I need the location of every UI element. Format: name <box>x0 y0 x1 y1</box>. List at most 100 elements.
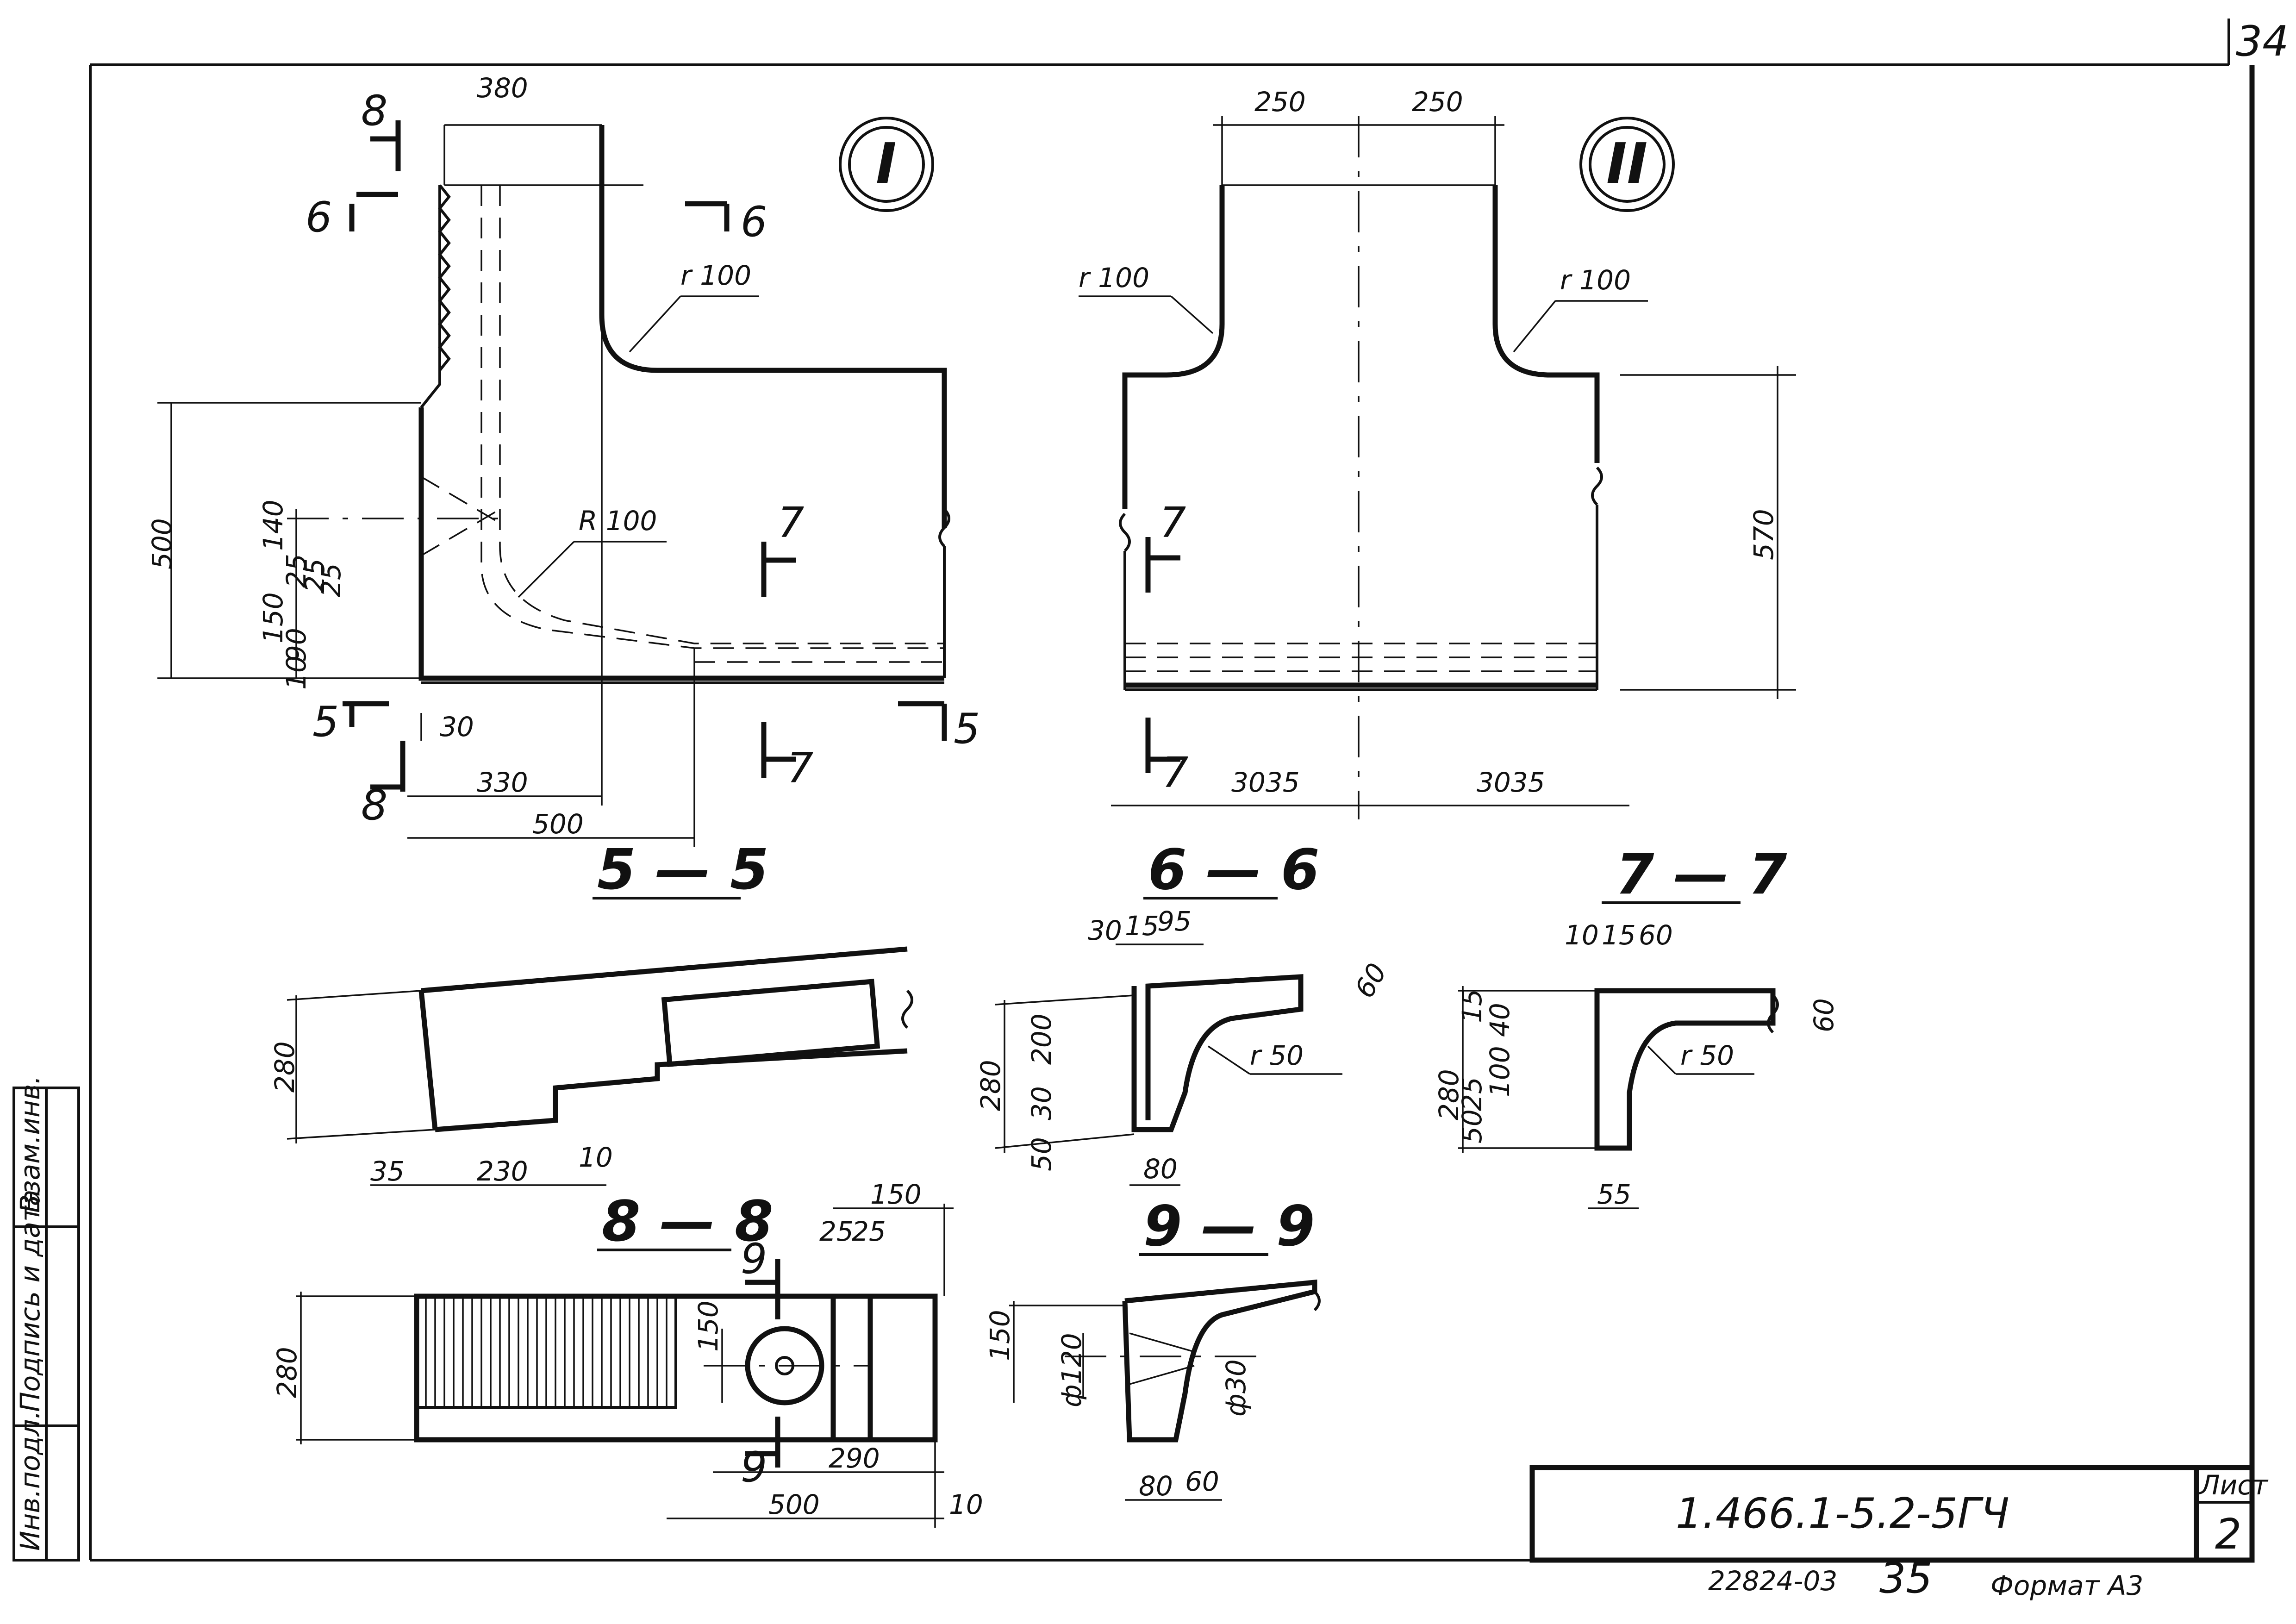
node1-R100: R 100 <box>579 505 657 537</box>
sec66-dim-30t: 30 <box>1088 915 1122 946</box>
mark-5-right: 5 <box>954 705 980 753</box>
node2-r100-left: r 100 <box>1079 262 1149 294</box>
stamp-strip: Взам.инв. Подпись и дата Инв.подл. <box>12 1075 80 1562</box>
node2-mark-7-bottom: 7 <box>1162 749 1188 797</box>
sec77-title: 7 — 7 <box>1616 843 1787 907</box>
sec77-r50: r 50 <box>1680 1040 1734 1071</box>
sec55-title: 5 — 5 <box>597 838 769 902</box>
sec77-dim-10t: 10 <box>1565 919 1599 951</box>
sec99-dim-60: 60 <box>1185 1466 1219 1497</box>
sec55-dim-35: 35 <box>370 1156 405 1187</box>
replace-inv-label: Взам.инв. <box>14 1075 46 1213</box>
node1-r100: r 100 <box>680 260 751 291</box>
sec99-dim-150: 150 <box>984 1310 1016 1361</box>
sec88-dim-500: 500 <box>768 1489 820 1520</box>
sec88-dim-25b: 25 <box>852 1216 886 1247</box>
mark-8-bottom: 8 <box>361 781 387 830</box>
sec66-dim-280: 280 <box>975 1060 1006 1111</box>
mark-7-top: 7 <box>778 499 804 547</box>
sec66-dim-60: 60 <box>1348 958 1393 1003</box>
mark-6-left: 6 <box>306 193 332 242</box>
sec88-dim-10: 10 <box>949 1489 983 1520</box>
sec66-r50: r 50 <box>1250 1040 1304 1071</box>
sec66-dim-80: 80 <box>1143 1153 1178 1185</box>
title-block: 1.466.1-5.2-5ГЧ Лист 2 22824-03 35 Форма… <box>1529 1465 2269 1603</box>
sec77-dim-50: 50 <box>1456 1109 1488 1143</box>
sec99-dim-30: 30 <box>1220 1359 1252 1393</box>
node1-dim-500: 500 <box>146 518 178 569</box>
node2-r100-right: r 100 <box>1560 264 1631 296</box>
sheet-number: 2 <box>2215 1510 2241 1559</box>
sec77-dim-25: 25 <box>1456 1077 1488 1111</box>
node2-mark-7-top: 7 <box>1160 499 1186 547</box>
sec88-dim-150v: 150 <box>693 1300 724 1352</box>
page-number: 35 <box>1879 1554 1933 1603</box>
archive-number: 22824-03 <box>1708 1565 1837 1597</box>
node1-dim-25b: 25 <box>299 558 331 593</box>
saw-tooth-hatch <box>415 1295 677 1409</box>
section-8-8: 8 — 8 9 9 280 150 150 25 25 290 500 10 <box>271 1179 983 1528</box>
node2-dim-570: 570 <box>1748 509 1779 560</box>
sec88-dim-150h: 150 <box>870 1179 922 1210</box>
sec66-dim-95t: 95 <box>1157 906 1192 937</box>
sec55-dim-280: 280 <box>269 1041 300 1093</box>
sec55-dim-10: 10 <box>579 1142 613 1173</box>
sec99-dim-80: 80 <box>1139 1470 1173 1502</box>
format-label: Формат А3 <box>1990 1570 2143 1601</box>
mark-6-right: 6 <box>741 198 767 246</box>
mark-9-top: 9 <box>741 1235 767 1283</box>
sec99-diam-30-sign: ф <box>1220 1393 1252 1417</box>
sign-date-label: Подпись и дата <box>14 1190 46 1412</box>
sec77-dim-60r: 60 <box>1808 998 1840 1032</box>
node1-dim-25a: 25 <box>281 554 312 588</box>
inv-no-label: Инв.подл. <box>14 1411 46 1551</box>
node-1-marker: I <box>876 132 897 196</box>
sec77-dim-15t: 15 <box>1602 919 1636 951</box>
sec77-dim-40: 40 <box>1484 1003 1516 1037</box>
corner-sheet-number: 34 <box>2236 17 2289 66</box>
node1-dim-10: 10 <box>281 656 312 690</box>
node1-dim-30: 30 <box>440 711 474 743</box>
drawing-designation: 1.466.1-5.2-5ГЧ <box>1676 1489 2009 1538</box>
node-1-view: I 380 500 140 150 25 25 25 90 10 3 <box>146 72 980 847</box>
section-5-5: 5 — 5 280 35 230 10 <box>269 838 913 1187</box>
sheet-label: Лист <box>2199 1469 2269 1501</box>
sec88-dim-280: 280 <box>271 1347 303 1398</box>
node2-dim-3035b: 3035 <box>1477 767 1545 798</box>
sec66-dim-50: 50 <box>1026 1137 1057 1171</box>
mark-5-left: 5 <box>312 698 339 746</box>
node-2-marker: II <box>1606 132 1647 196</box>
sec88-dim-25a: 25 <box>819 1216 854 1247</box>
sec99-diam-120-sign: ф <box>1056 1384 1087 1407</box>
node1-dim-330: 330 <box>477 767 528 798</box>
node-2-view: II 250 250 570 3035 3035 r 100 r 100 7 <box>1079 86 1796 819</box>
sheet-frame: 34 <box>89 17 2289 1562</box>
mark-8-top: 8 <box>361 87 387 135</box>
sec99-dim-120: 120 <box>1056 1333 1087 1384</box>
node2-dim-250a: 250 <box>1254 86 1306 118</box>
sec88-title: 8 — 8 <box>602 1190 774 1254</box>
node1-dim-90: 90 <box>281 628 312 662</box>
node1-dim-150: 150 <box>257 592 289 643</box>
sec66-dim-200: 200 <box>1026 1013 1057 1065</box>
sec77-dim-55: 55 <box>1597 1179 1631 1210</box>
sec66-dim-15t: 15 <box>1125 910 1159 942</box>
sec99-title: 9 — 9 <box>1143 1194 1315 1259</box>
sec66-title: 6 — 6 <box>1148 838 1320 902</box>
section-7-7: 7 — 7 280 15 40 100 25 50 10 15 60 55 60… <box>1433 843 1840 1210</box>
sec77-dim-100: 100 <box>1484 1046 1516 1097</box>
sec55-dim-230: 230 <box>477 1156 528 1187</box>
mark-7-bottom: 7 <box>787 744 813 793</box>
section-9-9: 9 — 9 150 ф 120 ф 30 80 60 <box>984 1194 1321 1502</box>
sec77-dim-280: 280 <box>1433 1069 1465 1120</box>
node1-dim-380: 380 <box>477 72 528 104</box>
node1-dim-500b: 500 <box>532 808 584 840</box>
node1-dim-140: 140 <box>257 500 289 551</box>
node2-dim-3035a: 3035 <box>1231 767 1300 798</box>
sec66-dim-30: 30 <box>1026 1086 1057 1120</box>
sec77-dim-15v: 15 <box>1456 989 1488 1023</box>
node1-dim-25c: 25 <box>315 563 347 597</box>
node2-dim-250b: 250 <box>1412 86 1463 118</box>
sec88-dim-290: 290 <box>829 1443 880 1474</box>
